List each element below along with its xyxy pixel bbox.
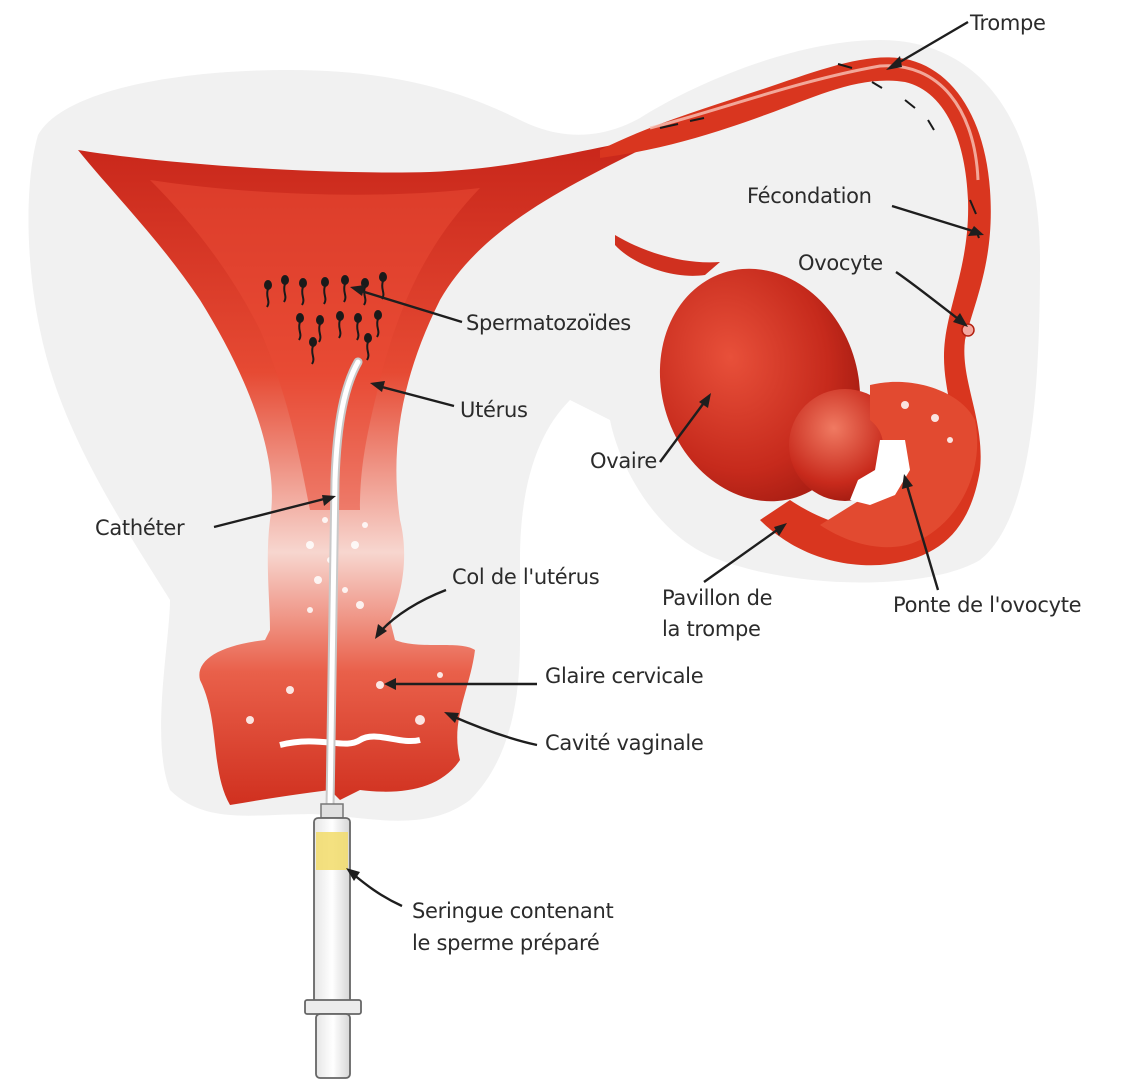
- label-ovaire: Ovaire: [590, 449, 657, 473]
- syringe: [305, 804, 361, 1078]
- label-glaire: Glaire cervicale: [545, 664, 703, 688]
- label-pavillon-2: la trompe: [662, 617, 761, 641]
- label-trompe: Trompe: [969, 11, 1046, 35]
- label-col-uterus: Col de l'utérus: [452, 565, 599, 589]
- label-fecondation: Fécondation: [747, 184, 872, 208]
- label-ovocyte: Ovocyte: [798, 251, 883, 275]
- label-seringue-2: le sperme préparé: [412, 931, 600, 955]
- label-uterus: Utérus: [460, 398, 528, 422]
- label-seringue-1: Seringue contenant: [412, 899, 614, 923]
- label-ponte: Ponte de l'ovocyte: [893, 593, 1081, 617]
- label-pavillon-1: Pavillon de: [662, 586, 772, 610]
- label-catheter: Cathéter: [95, 516, 185, 540]
- ovocyte-in-tube: [962, 324, 974, 336]
- label-cavite: Cavité vaginale: [545, 731, 704, 755]
- label-spermatozoides: Spermatozoïdes: [466, 311, 631, 335]
